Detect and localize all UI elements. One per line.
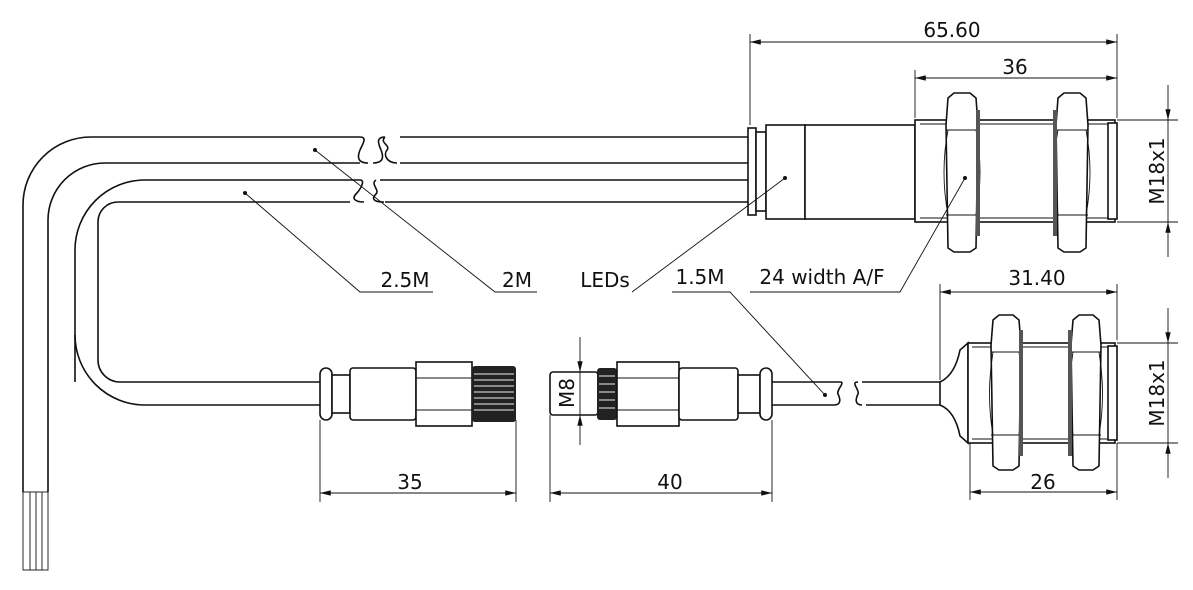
dim-overall-length-bottom: 31.40 xyxy=(1008,266,1065,290)
connector-male xyxy=(549,361,940,427)
dim-connector-thread: M8 xyxy=(555,378,579,408)
label-leds: LEDs xyxy=(580,268,630,292)
label-cable-2m: 2M xyxy=(502,268,532,292)
hex-nut xyxy=(1053,92,1091,253)
label-cable-1-5m: 1.5M xyxy=(675,265,724,289)
sensor-bottom xyxy=(939,314,1118,471)
cable-outer xyxy=(22,136,750,571)
dim-female-connector: 35 xyxy=(397,470,422,494)
sensor-top xyxy=(747,92,1118,253)
dim-thread-length-top: 36 xyxy=(1002,55,1027,79)
dim-male-connector: 40 xyxy=(657,470,682,494)
dim-overall-length: 65.60 xyxy=(923,18,980,42)
connector-female xyxy=(319,361,516,427)
hex-nut xyxy=(1068,314,1103,471)
cable-inner xyxy=(74,179,750,406)
label-nut-width: 24 width A/F xyxy=(759,265,884,289)
label-cable-2-5m: 2.5M xyxy=(380,268,429,292)
dim-thread-bottom: M18x1 xyxy=(1145,359,1169,426)
dimension-lines xyxy=(319,34,1178,502)
leader-lines xyxy=(243,148,967,397)
dim-thread-top: M18x1 xyxy=(1145,137,1169,204)
dim-thread-length-bottom: 26 xyxy=(1030,470,1055,494)
hex-nut xyxy=(943,92,981,253)
hex-nut xyxy=(989,314,1023,471)
